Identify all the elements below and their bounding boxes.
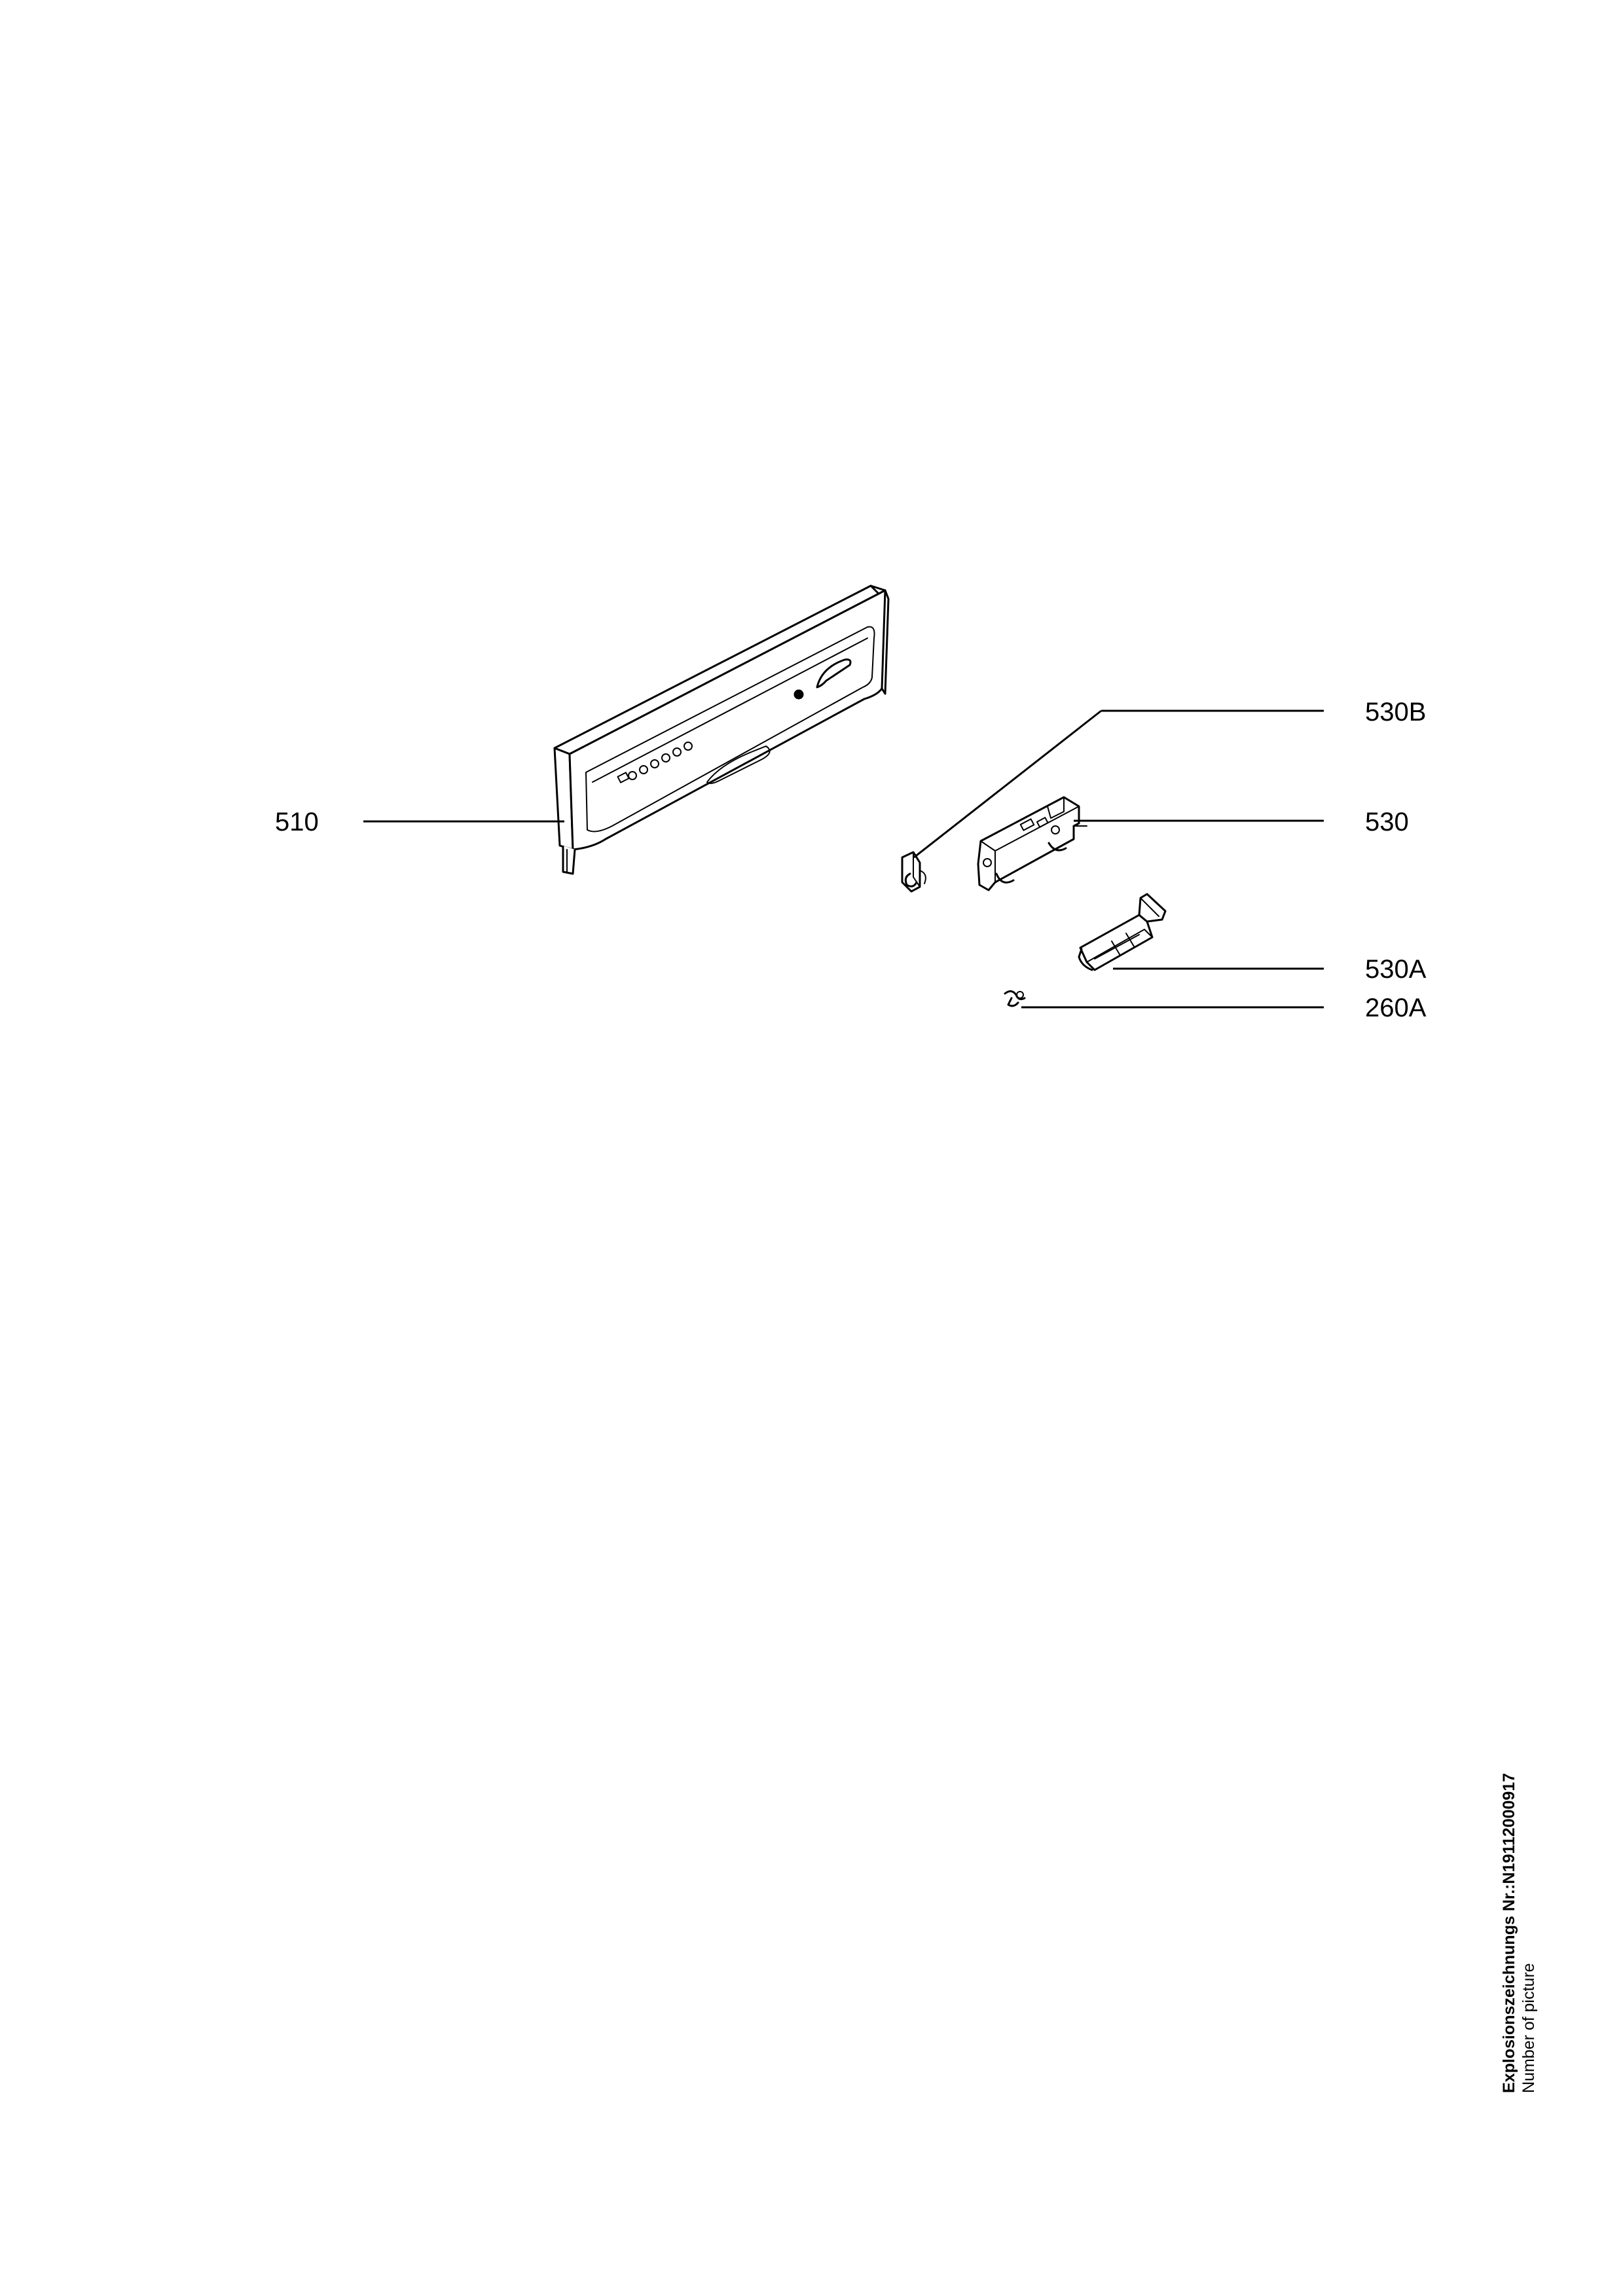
latch-530[interactable]	[977, 796, 1087, 891]
lever-530A[interactable]	[1078, 893, 1167, 971]
label-530: 530	[1365, 808, 1409, 836]
control-panel-510[interactable]	[553, 584, 890, 875]
label-530B: 530B	[1365, 698, 1426, 726]
picture-number-subtitle: Number of picture	[1520, 1963, 1538, 2093]
picture-number-title: Explosionszeichnungs Nr.:	[1500, 1884, 1518, 2094]
clip-530B[interactable]	[901, 851, 926, 893]
picture-number-value: N1911200091­7	[1500, 1772, 1518, 1884]
picture-number-caption: Explosionszeichnungs Nr.:N1911200091­7 N…	[1499, 1700, 1573, 2093]
leader-530B	[913, 709, 1102, 859]
spring-260A[interactable]	[1004, 990, 1026, 1007]
label-260A: 260A	[1365, 994, 1427, 1022]
label-530A: 530A	[1365, 955, 1427, 984]
label-510: 510	[275, 808, 319, 836]
picture-number-line: Explosionszeichnungs Nr.:N1911200091­7	[1499, 1700, 1519, 2093]
